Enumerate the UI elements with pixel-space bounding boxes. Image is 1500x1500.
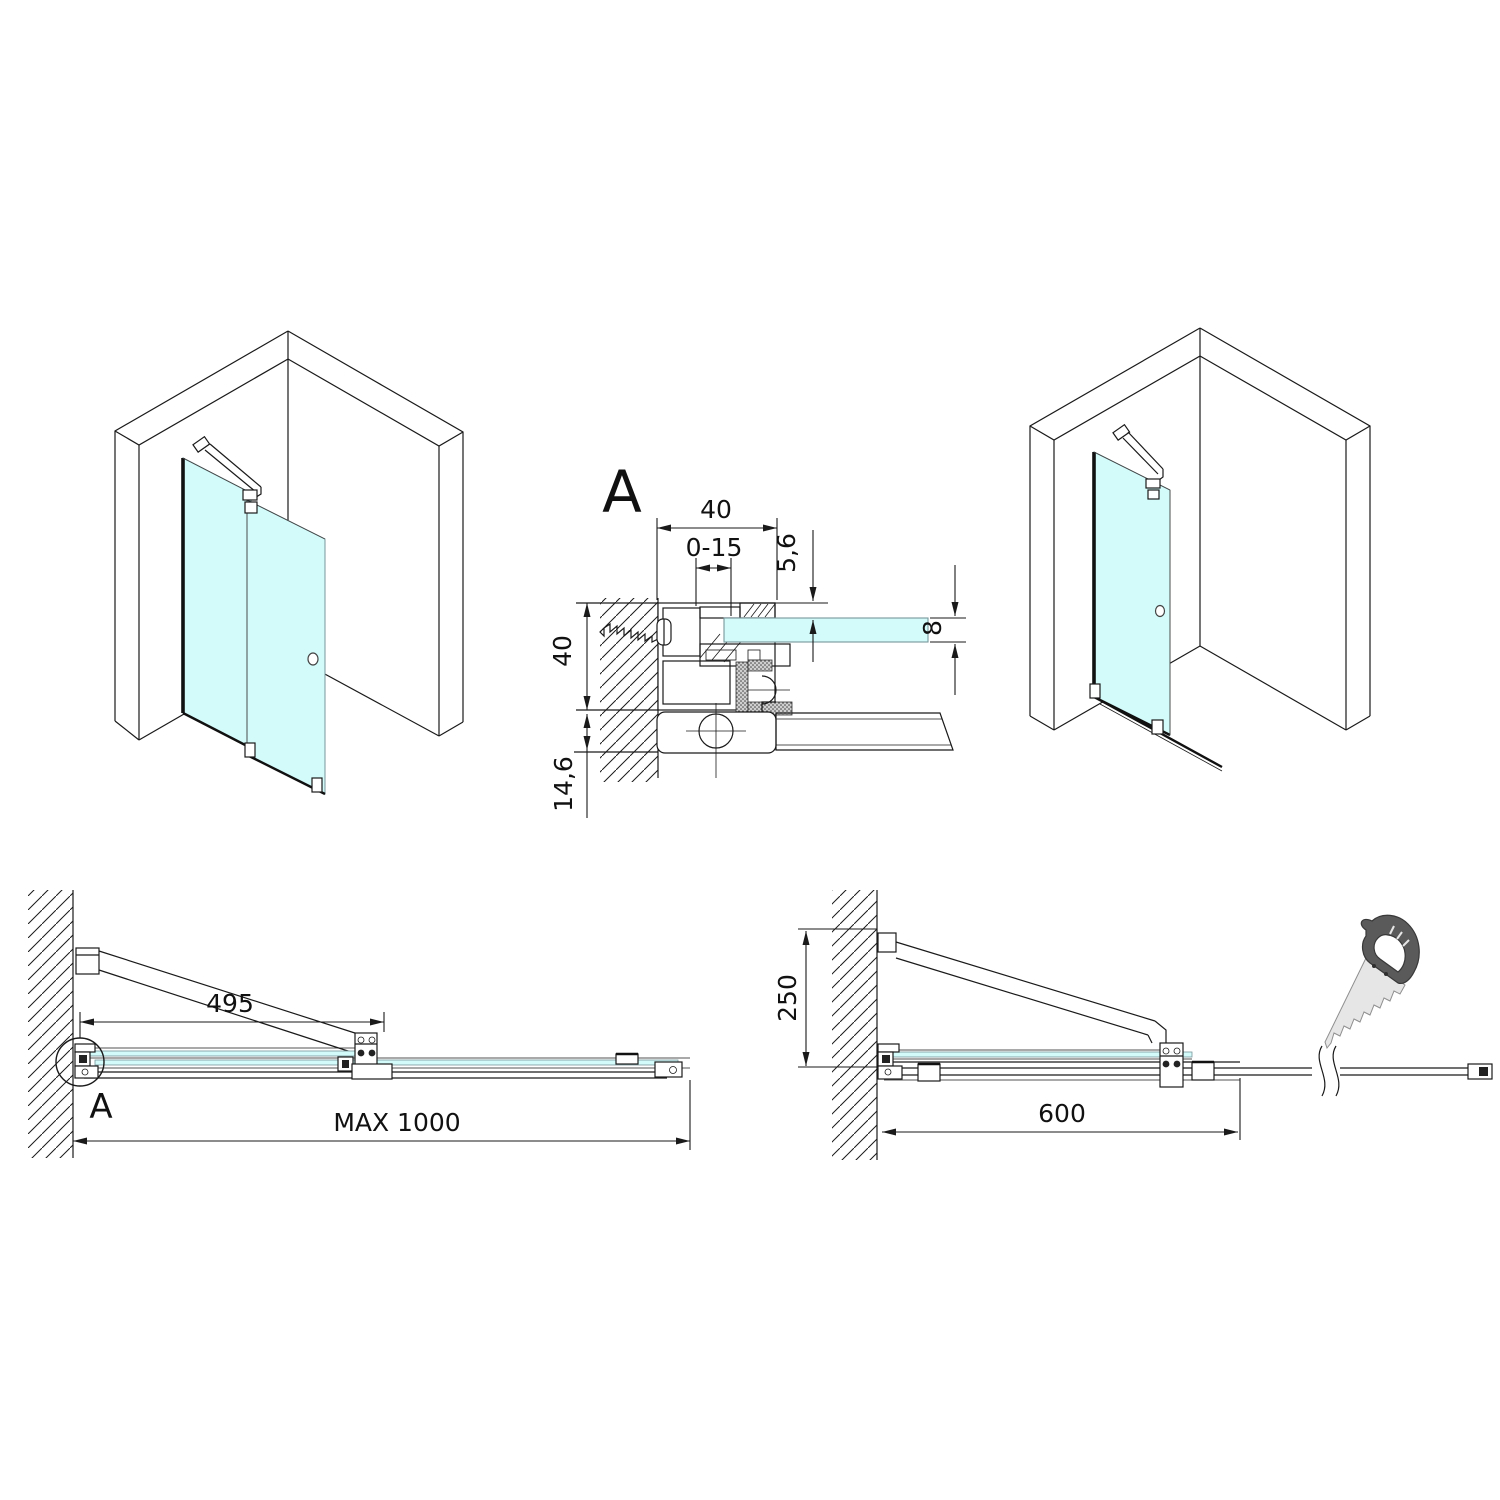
break-line-2 [1332, 1045, 1340, 1097]
panel-clamp-hardware [242, 489, 323, 793]
moving-glass-pane [246, 499, 326, 795]
wall-hatch-plan-right [832, 890, 877, 1160]
saw-blade [1324, 957, 1406, 1050]
isometric-view-two-panel [114, 330, 464, 796]
rail-end-cap [654, 1061, 683, 1078]
floor-rail-section [775, 712, 954, 751]
detail-section-a: A [548, 458, 966, 818]
handsaw-icon [1324, 914, 1420, 1050]
fixed-glass-plan [83, 1050, 359, 1057]
bottom-bracket-2 [1151, 719, 1164, 735]
plan-view-max-width: 495 [28, 890, 691, 1158]
dim-rail-length: 600 [1038, 1099, 1086, 1128]
fixed-glass-panel [181, 457, 252, 750]
support-bar-right [1112, 423, 1164, 500]
dim-profile-height: 40 [548, 635, 577, 667]
glass-plan-right [883, 1051, 1193, 1058]
break-line-1 [1318, 1045, 1326, 1097]
detail-label: A [602, 458, 642, 526]
glass-section [723, 617, 929, 643]
moving-glass-panel [246, 499, 326, 796]
rail-assembly-plan-left [74, 1032, 690, 1080]
fixed-glass-pane [182, 457, 252, 749]
floor-rail-right [1089, 683, 1223, 772]
isometric-view-single-panel [1029, 327, 1371, 772]
detail-dimensions: 40 0-15 5,6 8 40 14,6 [548, 495, 966, 818]
handle-hole [307, 652, 319, 666]
dim-support-bar: 495 [206, 989, 254, 1018]
detail-callout-label: A [89, 1087, 112, 1127]
bottom-bracket-1 [1089, 683, 1101, 699]
wall-hatch [600, 598, 658, 782]
bottom-guide-right [311, 777, 323, 793]
bottom-guide-left [244, 742, 256, 758]
detail-callout-circle [55, 1037, 105, 1087]
dim-adjust-range: 0-15 [686, 533, 743, 562]
dim-wall-offset: 250 [773, 974, 802, 1022]
corner-walls-right [1029, 327, 1371, 731]
support-bar-wall-cap-right [1112, 423, 1131, 441]
dim-glass-thickness: 8 [918, 620, 947, 636]
dim-top-offset: 5,6 [772, 533, 801, 573]
support-bar [192, 435, 262, 500]
dim-rail-height: 14,6 [549, 756, 578, 812]
handle-hole-right [1154, 604, 1166, 618]
roller-carriage [656, 701, 777, 778]
support-bar-wall-cap [192, 435, 211, 453]
plan-view-rail-length: 250 [773, 890, 1493, 1160]
screw [599, 618, 672, 646]
dim-top-width: 40 [700, 495, 732, 524]
wall-hatch-plan-left [28, 890, 73, 1158]
rail-assembly-plan-right [877, 1042, 1493, 1097]
support-bar-plan-right [877, 932, 1167, 1044]
dim-max-width: MAX 1000 [333, 1108, 460, 1137]
